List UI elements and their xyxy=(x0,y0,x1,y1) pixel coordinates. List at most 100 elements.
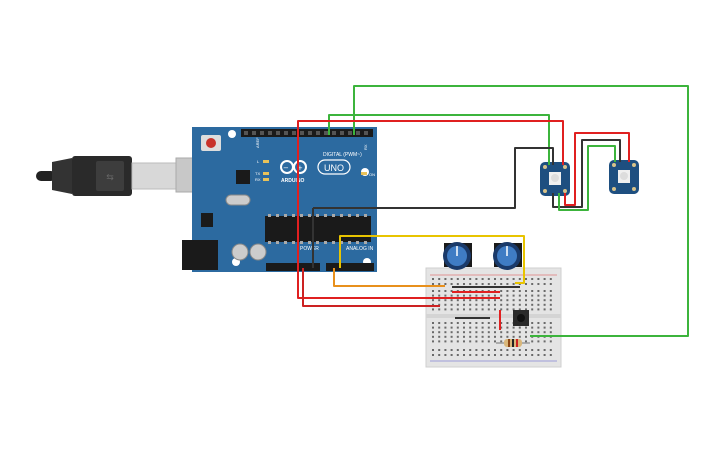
breadboard-hole[interactable] xyxy=(549,331,552,334)
breadboard-hole[interactable] xyxy=(531,290,534,292)
breadboard-hole[interactable] xyxy=(475,322,478,324)
breadboard-hole[interactable] xyxy=(494,340,496,343)
breadboard-hole[interactable] xyxy=(525,335,527,338)
breadboard-hole[interactable] xyxy=(531,322,534,324)
breadboard-hole[interactable] xyxy=(463,303,465,306)
breadboard-hole[interactable] xyxy=(463,308,465,311)
breadboard-hole[interactable] xyxy=(432,308,434,311)
breadboard-hole[interactable] xyxy=(525,308,527,311)
breadboard-hole[interactable] xyxy=(518,335,521,338)
breadboard-hole[interactable] xyxy=(463,326,465,329)
breadboard-hole[interactable] xyxy=(432,322,434,324)
breadboard-hole[interactable] xyxy=(432,335,434,338)
potentiometer-1[interactable] xyxy=(443,242,472,270)
wire-red-chain[interactable] xyxy=(564,132,630,206)
breadboard-hole[interactable] xyxy=(481,322,484,324)
breadboard-hole[interactable] xyxy=(444,308,447,311)
breadboard-hole[interactable] xyxy=(500,294,503,297)
breadboard-hole[interactable] xyxy=(537,299,540,302)
breadboard-hole[interactable] xyxy=(494,303,496,306)
breadboard-hole[interactable] xyxy=(444,340,447,343)
breadboard-hole[interactable] xyxy=(549,349,552,351)
breadboard-hole[interactable] xyxy=(549,303,552,306)
breadboard-hole[interactable] xyxy=(518,278,521,280)
breadboard-hole[interactable] xyxy=(494,349,496,351)
breadboard-hole[interactable] xyxy=(494,322,496,324)
breadboard-hole[interactable] xyxy=(456,349,459,351)
breadboard-hole[interactable] xyxy=(537,326,540,329)
breadboard-hole[interactable] xyxy=(549,354,552,356)
breadboard-hole[interactable] xyxy=(549,308,552,311)
breadboard-hole[interactable] xyxy=(432,331,434,334)
breadboard-hole[interactable] xyxy=(512,331,515,334)
breadboard-hole[interactable] xyxy=(469,349,472,351)
wire-red-neopixel1[interactable] xyxy=(297,120,564,165)
wire-green-chain[interactable] xyxy=(558,145,616,211)
breadboard-hole[interactable] xyxy=(537,303,540,306)
breadboard-hole[interactable] xyxy=(469,331,472,334)
breadboard-hole[interactable] xyxy=(549,299,552,302)
breadboard-hole[interactable] xyxy=(469,278,472,280)
breadboard-hole[interactable] xyxy=(432,299,434,302)
breadboard-hole[interactable] xyxy=(506,331,509,334)
breadboard-hole[interactable] xyxy=(500,322,503,324)
breadboard-hole[interactable] xyxy=(456,326,459,329)
breadboard-hole[interactable] xyxy=(537,290,540,292)
breadboard-hole[interactable] xyxy=(543,283,546,285)
breadboard-hole[interactable] xyxy=(450,349,453,351)
breadboard-hole[interactable] xyxy=(512,335,515,338)
breadboard-hole[interactable] xyxy=(481,299,484,302)
breadboard-hole[interactable] xyxy=(512,326,515,329)
breadboard-hole[interactable] xyxy=(481,303,484,306)
breadboard-hole[interactable] xyxy=(450,303,453,306)
breadboard-hole[interactable] xyxy=(500,335,503,338)
wire-black-chain[interactable] xyxy=(552,139,621,208)
breadboard-hole[interactable] xyxy=(463,331,465,334)
breadboard-hole[interactable] xyxy=(506,299,509,302)
breadboard-hole[interactable] xyxy=(500,278,503,280)
breadboard-hole[interactable] xyxy=(494,331,496,334)
breadboard-hole[interactable] xyxy=(475,331,478,334)
breadboard-hole[interactable] xyxy=(475,354,478,356)
breadboard-hole[interactable] xyxy=(537,331,540,334)
breadboard-hole[interactable] xyxy=(463,278,465,280)
neopixel-2[interactable] xyxy=(609,160,639,194)
breadboard-hole[interactable] xyxy=(487,299,490,302)
breadboard-hole[interactable] xyxy=(531,354,534,356)
breadboard-hole[interactable] xyxy=(487,335,490,338)
breadboard-hole[interactable] xyxy=(463,294,465,297)
breadboard-hole[interactable] xyxy=(432,294,434,297)
breadboard-hole[interactable] xyxy=(444,278,447,280)
breadboard-hole[interactable] xyxy=(444,335,447,338)
breadboard-hole[interactable] xyxy=(469,340,472,343)
breadboard-hole[interactable] xyxy=(549,290,552,292)
breadboard-hole[interactable] xyxy=(475,308,478,311)
breadboard-hole[interactable] xyxy=(506,326,509,329)
breadboard-hole[interactable] xyxy=(525,290,527,292)
breadboard-hole[interactable] xyxy=(537,322,540,324)
breadboard-hole[interactable] xyxy=(543,303,546,306)
breadboard-hole[interactable] xyxy=(475,299,478,302)
breadboard-hole[interactable] xyxy=(481,331,484,334)
breadboard-hole[interactable] xyxy=(525,340,527,343)
breadboard-hole[interactable] xyxy=(469,354,472,356)
breadboard-hole[interactable] xyxy=(432,349,434,351)
breadboard-hole[interactable] xyxy=(543,278,546,280)
breadboard-hole[interactable] xyxy=(475,283,478,285)
analog-header[interactable] xyxy=(326,263,374,271)
breadboard-hole[interactable] xyxy=(518,308,521,311)
breadboard-hole[interactable] xyxy=(444,322,447,324)
breadboard-hole[interactable] xyxy=(456,278,459,280)
breadboard-hole[interactable] xyxy=(537,340,540,343)
breadboard-hole[interactable] xyxy=(549,326,552,329)
breadboard-hole[interactable] xyxy=(518,354,521,356)
breadboard-hole[interactable] xyxy=(512,354,515,356)
breadboard-hole[interactable] xyxy=(456,303,459,306)
breadboard-hole[interactable] xyxy=(500,283,503,285)
breadboard-hole[interactable] xyxy=(475,294,478,297)
breadboard-hole[interactable] xyxy=(456,283,459,285)
breadboard-hole[interactable] xyxy=(494,278,496,280)
breadboard-hole[interactable] xyxy=(531,308,534,311)
breadboard-hole[interactable] xyxy=(537,283,540,285)
breadboard-hole[interactable] xyxy=(518,349,521,351)
